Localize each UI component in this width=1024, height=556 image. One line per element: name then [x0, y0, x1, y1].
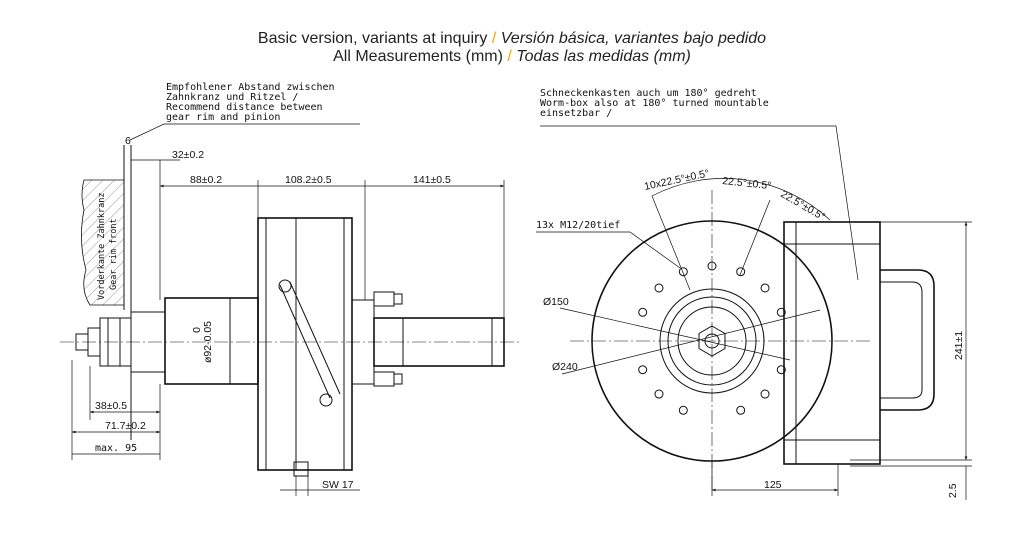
dim-32: 32±0.2	[172, 149, 204, 161]
bolt-hole	[776, 307, 786, 317]
header-line2-es: Todas las medidas (mm)	[516, 48, 691, 65]
header-line-1: Basic version, variants at inquiry / Ver…	[0, 30, 1024, 48]
bolt-hole	[776, 365, 786, 375]
dim-71: 71.7±0.2	[105, 420, 146, 432]
header-line2-en: All Measurements (mm)	[333, 48, 503, 65]
header-line-2: All Measurements (mm) / Todas las medida…	[0, 48, 1024, 66]
dim-241: 241±1	[953, 331, 965, 360]
dim-108: 108.2±0.5	[285, 174, 332, 186]
header-line2-sep: /	[507, 48, 512, 65]
side-note-line: Empfohlener Abstand zwischen	[166, 82, 335, 93]
gear-rim-label: Gear rim front	[109, 218, 119, 290]
front-view: Schneckenkasten auch um 180° gedreht Wor…	[536, 88, 972, 500]
side-note-line: Recommend distance between	[166, 102, 323, 113]
side-note-line: Zahnkranz und Ritzel /	[166, 92, 298, 103]
bolt-hole	[654, 389, 664, 399]
dim-d150: Ø150	[543, 296, 569, 308]
angle-dim-3: 22.5°±0.5°	[779, 188, 828, 223]
angle-dim-2: 22.5°±0.5°	[722, 175, 772, 192]
gear-rim-label: Vorderkante Zahnkranz	[97, 193, 107, 300]
dim-d240: Ø240	[552, 361, 578, 373]
side-view: Empfohlener Abstand zwischen Zahnkranz u…	[60, 82, 520, 496]
bolt-hole	[678, 405, 688, 415]
handle	[880, 269, 935, 411]
side-note-line: gear rim and pinion	[166, 112, 280, 123]
bolt-hole	[638, 365, 648, 375]
dim-max95: max. 95	[95, 443, 137, 454]
bolt-hole	[736, 267, 746, 277]
dim-sw17: SW 17	[322, 479, 354, 491]
holes-label: 13x M12/20tief	[536, 220, 620, 231]
header-line1-es: Versión básica, variantes bajo pedido	[500, 30, 767, 47]
dim-shaft-dia: ø92-0.05	[202, 321, 214, 363]
header-line1-en: Basic version, variants at inquiry	[257, 30, 488, 47]
dim-shaft-tol: 0	[191, 327, 203, 333]
side-note: Empfohlener Abstand zwischen Zahnkranz u…	[129, 82, 360, 141]
dim-2-5: 2.5	[947, 483, 959, 498]
bolt-hole	[678, 267, 688, 277]
dim-125: 125	[764, 479, 782, 491]
dim-gap: 6	[125, 135, 131, 147]
bolt-hole	[760, 283, 770, 293]
dim-88: 88±0.2	[190, 174, 222, 186]
bolt-hole	[654, 283, 664, 293]
gear-rim-hatch	[81, 179, 125, 306]
housing	[257, 217, 353, 471]
dim-38: 38±0.5	[95, 400, 127, 412]
bolt-hole	[736, 405, 746, 415]
dim-141: 141±0.5	[413, 174, 451, 186]
front-note-line: Worm-box also at 180° turned mountable	[540, 98, 769, 109]
front-note-line: Schneckenkasten auch um 180° gedreht	[540, 88, 757, 99]
bolt-hole	[760, 389, 770, 399]
bolt-hole	[638, 307, 648, 317]
front-note-line: einsetzbar /	[540, 108, 612, 119]
header-line1-sep: /	[491, 30, 497, 47]
worm-box	[783, 221, 881, 465]
front-note: Schneckenkasten auch um 180° gedreht Wor…	[540, 88, 859, 281]
angle-dim-1: 10x22.5°±0.5°	[643, 167, 710, 192]
